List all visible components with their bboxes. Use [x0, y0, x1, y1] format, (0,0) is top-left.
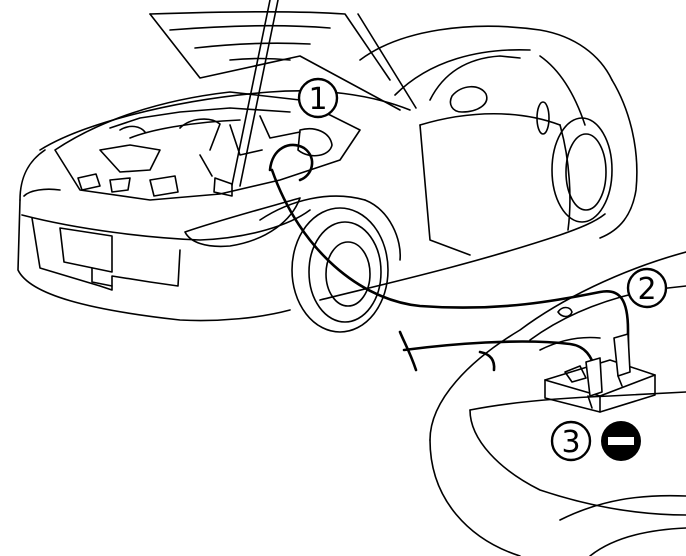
- callout-2-label: 2: [637, 272, 656, 307]
- negative-terminal-icon: [601, 421, 641, 461]
- callout-3-label: 3: [561, 425, 580, 460]
- callout-1-label: 1: [308, 82, 327, 117]
- rear-wheel: [551, 117, 613, 223]
- car-body: [17, 25, 638, 322]
- callout-3: 3: [550, 420, 592, 462]
- engine-bay: [54, 91, 361, 201]
- front-wheel: [291, 207, 389, 333]
- booster-vehicle: [429, 251, 686, 556]
- open-hood: [149, 0, 417, 187]
- callout-2: 2: [626, 267, 668, 309]
- callout-1: 1: [297, 77, 339, 119]
- jumper-cables: [268, 143, 630, 374]
